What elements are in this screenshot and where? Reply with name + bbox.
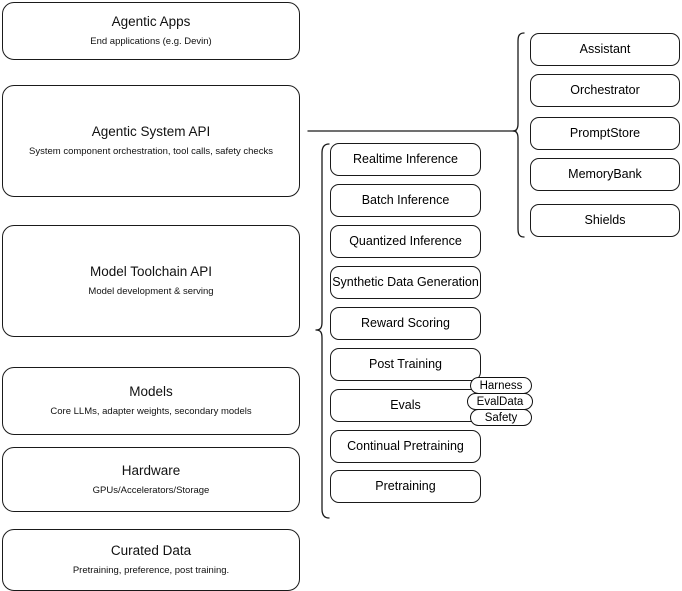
layer-agentic-apps[interactable]: Agentic Apps End applications (e.g. Devi…	[2, 2, 300, 60]
layer-hardware[interactable]: Hardware GPUs/Accelerators/Storage	[2, 447, 300, 512]
toolchain-chip-post-training[interactable]: Post Training	[330, 348, 481, 381]
chip-label: Evals	[390, 397, 421, 412]
chip-label: Orchestrator	[570, 82, 640, 97]
toolchain-chip-evals[interactable]: Evals	[330, 389, 481, 422]
chip-label: Batch Inference	[361, 192, 450, 207]
chip-label: Realtime Inference	[353, 151, 458, 166]
system-chip-shields[interactable]: Shields	[530, 204, 680, 237]
chip-label: Continual Pretraining	[347, 438, 464, 453]
layer-title: Models	[129, 384, 173, 400]
chip-label: MemoryBank	[568, 166, 642, 181]
layer-model-toolchain-api[interactable]: Model Toolchain API Model development & …	[2, 225, 300, 337]
toolchain-chip-pretraining[interactable]: Pretraining	[330, 470, 481, 503]
chip-label: PromptStore	[569, 125, 641, 140]
system-chip-orchestrator[interactable]: Orchestrator	[530, 74, 680, 107]
layer-title: Agentic System API	[91, 124, 211, 140]
layer-title: Curated Data	[110, 543, 192, 559]
layer-curated-data[interactable]: Curated Data Pretraining, preference, po…	[2, 529, 300, 591]
system-chip-promptstore[interactable]: PromptStore	[530, 117, 680, 150]
system-chip-memorybank[interactable]: MemoryBank	[530, 158, 680, 191]
toolchain-chip-realtime-inference[interactable]: Realtime Inference	[330, 143, 481, 176]
layer-models[interactable]: Models Core LLMs, adapter weights, secon…	[2, 367, 300, 435]
layer-title: Hardware	[121, 462, 181, 478]
chip-label: Synthetic Data Generation	[332, 274, 479, 289]
toolchain-chip-quantized-inference[interactable]: Quantized Inference	[330, 225, 481, 258]
toolchain-chip-continual-pretraining[interactable]: Continual Pretraining	[330, 430, 481, 463]
layer-subtitle: End applications (e.g. Devin)	[90, 36, 212, 47]
chip-label: Assistant	[579, 41, 631, 56]
layer-subtitle: Model development & serving	[88, 286, 214, 297]
brace-system-components	[512, 32, 525, 238]
chip-label: Pretraining	[375, 478, 436, 493]
toolchain-chip-batch-inference[interactable]: Batch Inference	[330, 184, 481, 217]
pill-label: Safety	[484, 411, 518, 424]
chip-label: Shields	[584, 212, 626, 227]
chip-label: Quantized Inference	[349, 233, 462, 248]
pill-label: Harness	[479, 379, 523, 392]
system-chip-assistant[interactable]: Assistant	[530, 33, 680, 66]
layer-agentic-system-api[interactable]: Agentic System API System component orch…	[2, 85, 300, 197]
chip-label: Post Training	[369, 356, 442, 371]
layer-subtitle: GPUs/Accelerators/Storage	[92, 484, 210, 496]
toolchain-chip-synthetic-data-generation[interactable]: Synthetic Data Generation	[330, 266, 481, 299]
layer-subtitle: System component orchestration, tool cal…	[29, 146, 273, 157]
evals-pill-safety[interactable]: Safety	[470, 409, 532, 426]
chip-label: Reward Scoring	[361, 315, 450, 330]
layer-title: Agentic Apps	[111, 14, 191, 30]
pill-label: EvalData	[476, 395, 524, 408]
layer-subtitle: Core LLMs, adapter weights, secondary mo…	[50, 406, 252, 417]
evals-pill-evaldata[interactable]: EvalData	[467, 393, 533, 410]
brace-toolchain-components	[315, 143, 330, 519]
toolchain-chip-reward-scoring[interactable]: Reward Scoring	[330, 307, 481, 340]
evals-pill-harness[interactable]: Harness	[470, 377, 532, 394]
layer-title: Model Toolchain API	[89, 264, 213, 280]
layer-subtitle: Pretraining, preference, post training.	[72, 565, 230, 576]
